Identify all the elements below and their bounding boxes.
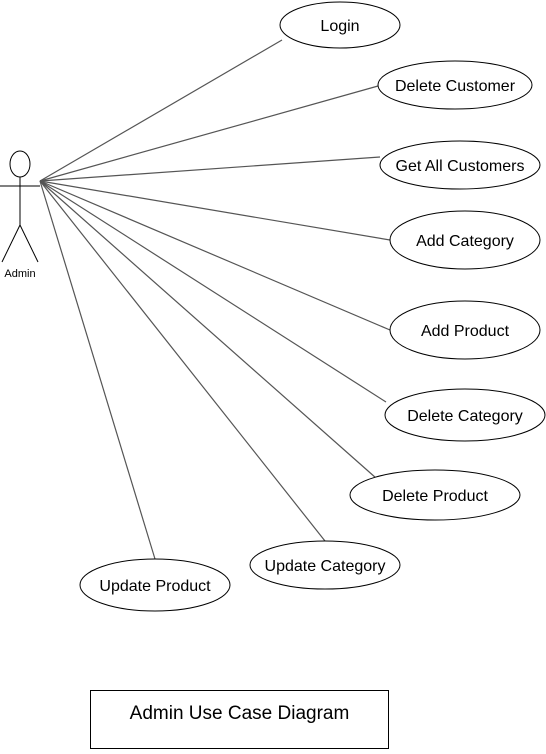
use-case-ellipse [349, 469, 521, 521]
use-case-ellipse [389, 210, 541, 270]
use-case-update-category: Update Category [249, 540, 401, 590]
association-login [39, 39, 283, 182]
use-case-label: Add Category [416, 233, 514, 250]
use-case-add-category: Add Category [389, 210, 541, 270]
use-case-label: Delete Product [382, 488, 488, 505]
actor-right-leg [19, 224, 39, 263]
use-case-update-product: Update Product [79, 558, 231, 612]
use-case-ellipse [384, 388, 546, 442]
use-case-label: Delete Customer [395, 78, 516, 95]
use-case-delete-customer: Delete Customer [377, 60, 533, 110]
actor-head [9, 150, 31, 178]
association-delete-product [39, 180, 377, 479]
actor-left-leg [1, 224, 21, 263]
use-case-label: Delete Category [407, 408, 523, 425]
diagram-caption-box: Admin Use Case Diagram [90, 690, 389, 749]
use-case-ellipse [389, 300, 541, 360]
association-update-category [39, 180, 326, 542]
association-delete-customer [39, 85, 379, 182]
use-case-ellipse [377, 60, 533, 110]
use-case-login: Login [279, 1, 401, 49]
association-add-category [39, 180, 391, 241]
use-case-delete-category: Delete Category [384, 388, 546, 442]
use-case-label: Update Category [265, 558, 386, 575]
use-case-label: Get All Customers [396, 158, 525, 175]
use-case-ellipse [279, 1, 401, 49]
association-update-product [39, 180, 156, 560]
admin-actor: Admin [0, 150, 40, 280]
association-add-product [39, 180, 391, 331]
actor-label: Admin [4, 268, 35, 280]
use-case-get-all-customers: Get All Customers [379, 140, 541, 190]
diagram-caption: Admin Use Case Diagram [129, 703, 350, 724]
use-case-label: Login [320, 18, 359, 35]
use-case-ellipse [249, 540, 401, 590]
use-case-delete-product: Delete Product [349, 469, 521, 521]
association-get-all-customers [39, 156, 381, 182]
use-case-label: Update Product [99, 578, 211, 595]
use-case-add-product: Add Product [389, 300, 541, 360]
use-case-ellipse [79, 558, 231, 612]
association-lines [39, 39, 391, 560]
use-case-ellipse [379, 140, 541, 190]
association-delete-category [39, 180, 387, 403]
use-case-label: Add Product [421, 323, 510, 340]
